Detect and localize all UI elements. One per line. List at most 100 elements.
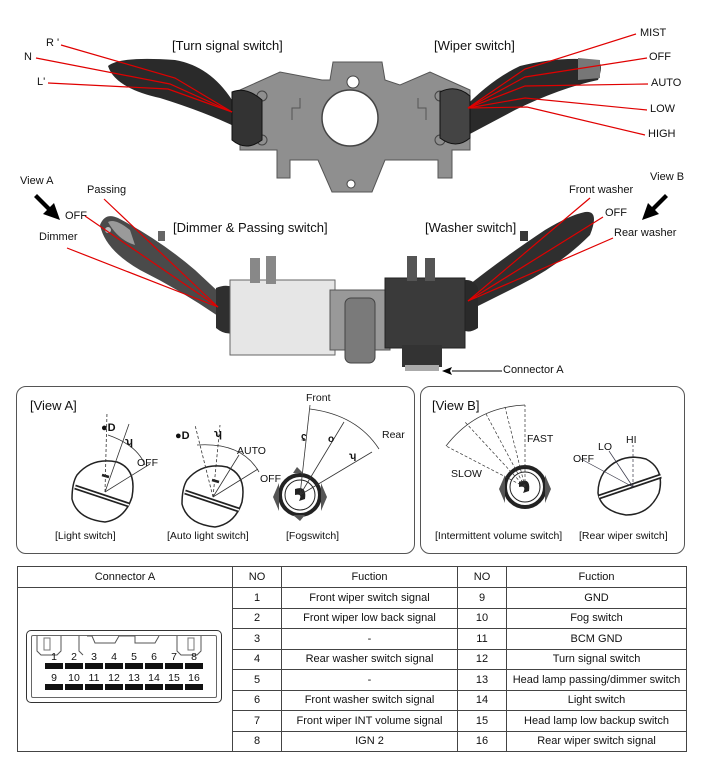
wiper-label-high: HIGH — [648, 128, 676, 140]
wiper-switch-title: [Wiper switch] — [434, 38, 515, 53]
rear-wiper-lo-label: LO — [598, 441, 613, 453]
turn-leader-lines — [35, 44, 233, 113]
pin-label: 11 — [88, 672, 100, 684]
table-row: 2 Front wiper low back signal 10 Fog swi… — [18, 607, 687, 629]
pin-no: 12 — [457, 648, 507, 670]
pin-no: 1 — [232, 587, 282, 609]
light-switch-off-label: OFF — [137, 457, 158, 469]
dimmer-label-off: OFF — [65, 210, 87, 222]
pin-no: 16 — [457, 730, 507, 752]
pin-no: 14 — [457, 689, 507, 711]
table-row: 4 Rear washer switch signal 12 Turn sign… — [18, 648, 687, 670]
pin-terminal — [145, 684, 163, 690]
pin-terminal — [65, 663, 83, 669]
view-a-panel: [View A] — [16, 386, 415, 554]
view-a-label: View A — [20, 175, 54, 187]
auto-light-auto-label: AUTO — [237, 445, 266, 457]
header-no-2: NO — [457, 566, 507, 588]
pin-no: 5 — [232, 669, 282, 691]
turn-label-neutral: N — [24, 51, 32, 63]
pin-no: 10 — [457, 607, 507, 629]
pin-function: - — [281, 628, 458, 650]
pin-function: BCM GND — [506, 628, 687, 650]
switch-body — [229, 256, 466, 371]
turn-label-left: L' — [37, 76, 46, 88]
pin-label: 4 — [111, 651, 117, 663]
intermittent-slow-label: SLOW — [451, 468, 482, 480]
view-b-diagrams — [445, 404, 662, 516]
pin-label: 9 — [51, 672, 57, 684]
dimmer-leader-lines — [66, 198, 219, 308]
multifunction-switch-bottom-illustration — [34, 194, 668, 375]
pin-function: Head lamp low backup switch — [506, 710, 687, 732]
wiper-leader-lines — [467, 33, 649, 136]
pin-function: Front wiper low back signal — [281, 607, 458, 629]
auto-light-off-label: OFF — [260, 473, 281, 485]
pin-no: 15 — [457, 710, 507, 732]
view-a-arrow-icon — [34, 194, 60, 220]
pin-terminal — [185, 684, 203, 690]
table-header-row: Connector A NO Fuction NO Fuction — [17, 566, 687, 588]
fog-switch-diagram — [273, 404, 380, 521]
washer-leader-lines — [467, 197, 614, 302]
pin-label: 6 — [151, 651, 157, 663]
table-row: 5 - 13 Head lamp passing/dimmer switch — [18, 669, 687, 691]
parking-lamp-icon: ʮ — [125, 436, 134, 448]
pin-terminal — [105, 684, 123, 690]
pin-function: IGN 2 — [281, 730, 458, 752]
wiper-label-auto: AUTO — [651, 77, 682, 89]
pin-function: Rear wiper switch signal — [506, 730, 687, 752]
turn-label-right: R ' — [46, 37, 60, 49]
washer-label-front: Front washer — [569, 184, 634, 196]
pin-label: 1 — [51, 651, 57, 663]
intermittent-volume-caption: [Intermittent volume switch] — [435, 530, 563, 542]
pin-label: 15 — [168, 672, 180, 684]
rear-wiper-off-label: OFF — [573, 453, 594, 465]
pin-terminal — [85, 684, 103, 690]
pin-label: 13 — [128, 672, 140, 684]
pin-terminal — [165, 684, 183, 690]
turn-signal-lever — [108, 58, 263, 147]
view-b-label: View B — [650, 171, 685, 183]
pin-label: 14 — [148, 672, 160, 684]
off-circle-icon: o — [328, 434, 335, 445]
view-b-arrow-icon — [642, 194, 668, 220]
rear-wiper-hi-label: HI — [626, 434, 637, 446]
multifunction-switch-top-illustration — [35, 33, 649, 193]
pin-no: 2 — [232, 607, 282, 629]
light-switch-diagram — [71, 411, 151, 523]
pin-no: 9 — [457, 587, 507, 609]
pin-terminal — [105, 663, 123, 669]
pin-terminal — [45, 684, 63, 690]
pin-function: - — [281, 669, 458, 691]
washer-label-rear: Rear washer — [614, 227, 677, 239]
table-row: 3 - 11 BCM GND — [18, 628, 687, 650]
light-switch-caption: [Light switch] — [55, 530, 116, 542]
pin-terminal — [45, 663, 63, 669]
view-a-diagrams — [71, 404, 380, 528]
auto-light-switch-diagram — [181, 424, 260, 528]
front-fog-icon: ʢ — [301, 433, 307, 444]
pin-function: Light switch — [506, 689, 687, 711]
pin-function: Head lamp passing/dimmer switch — [506, 669, 687, 691]
pin-label: 8 — [191, 651, 197, 663]
rear-fog-icon: ʮ — [349, 451, 357, 462]
pin-terminal — [65, 684, 83, 690]
rear-wiper-caption: [Rear wiper switch] — [579, 530, 668, 542]
dimmer-label-passing: Passing — [87, 184, 127, 196]
headlamp-icon: ●D — [101, 422, 116, 434]
pin-label: 16 — [188, 672, 200, 684]
auto-headlamp-icon: ●D — [175, 430, 190, 442]
auto-parking-lamp-icon: ʮ — [214, 428, 223, 440]
pin-terminal — [125, 684, 143, 690]
wiper-label-mist: MIST — [640, 27, 667, 39]
fog-rear-label: Rear — [382, 429, 405, 441]
wiper-label-low: LOW — [650, 103, 676, 115]
table-row: 8 IGN 2 16 Rear wiper switch signal — [18, 730, 687, 752]
washer-label-off: OFF — [605, 207, 627, 219]
connector-keying — [36, 635, 202, 656]
pin-terminal — [165, 663, 183, 669]
turn-signal-switch-title: [Turn signal switch] — [172, 38, 283, 53]
pin-terminal — [125, 663, 143, 669]
pin-label: 10 — [68, 672, 80, 684]
